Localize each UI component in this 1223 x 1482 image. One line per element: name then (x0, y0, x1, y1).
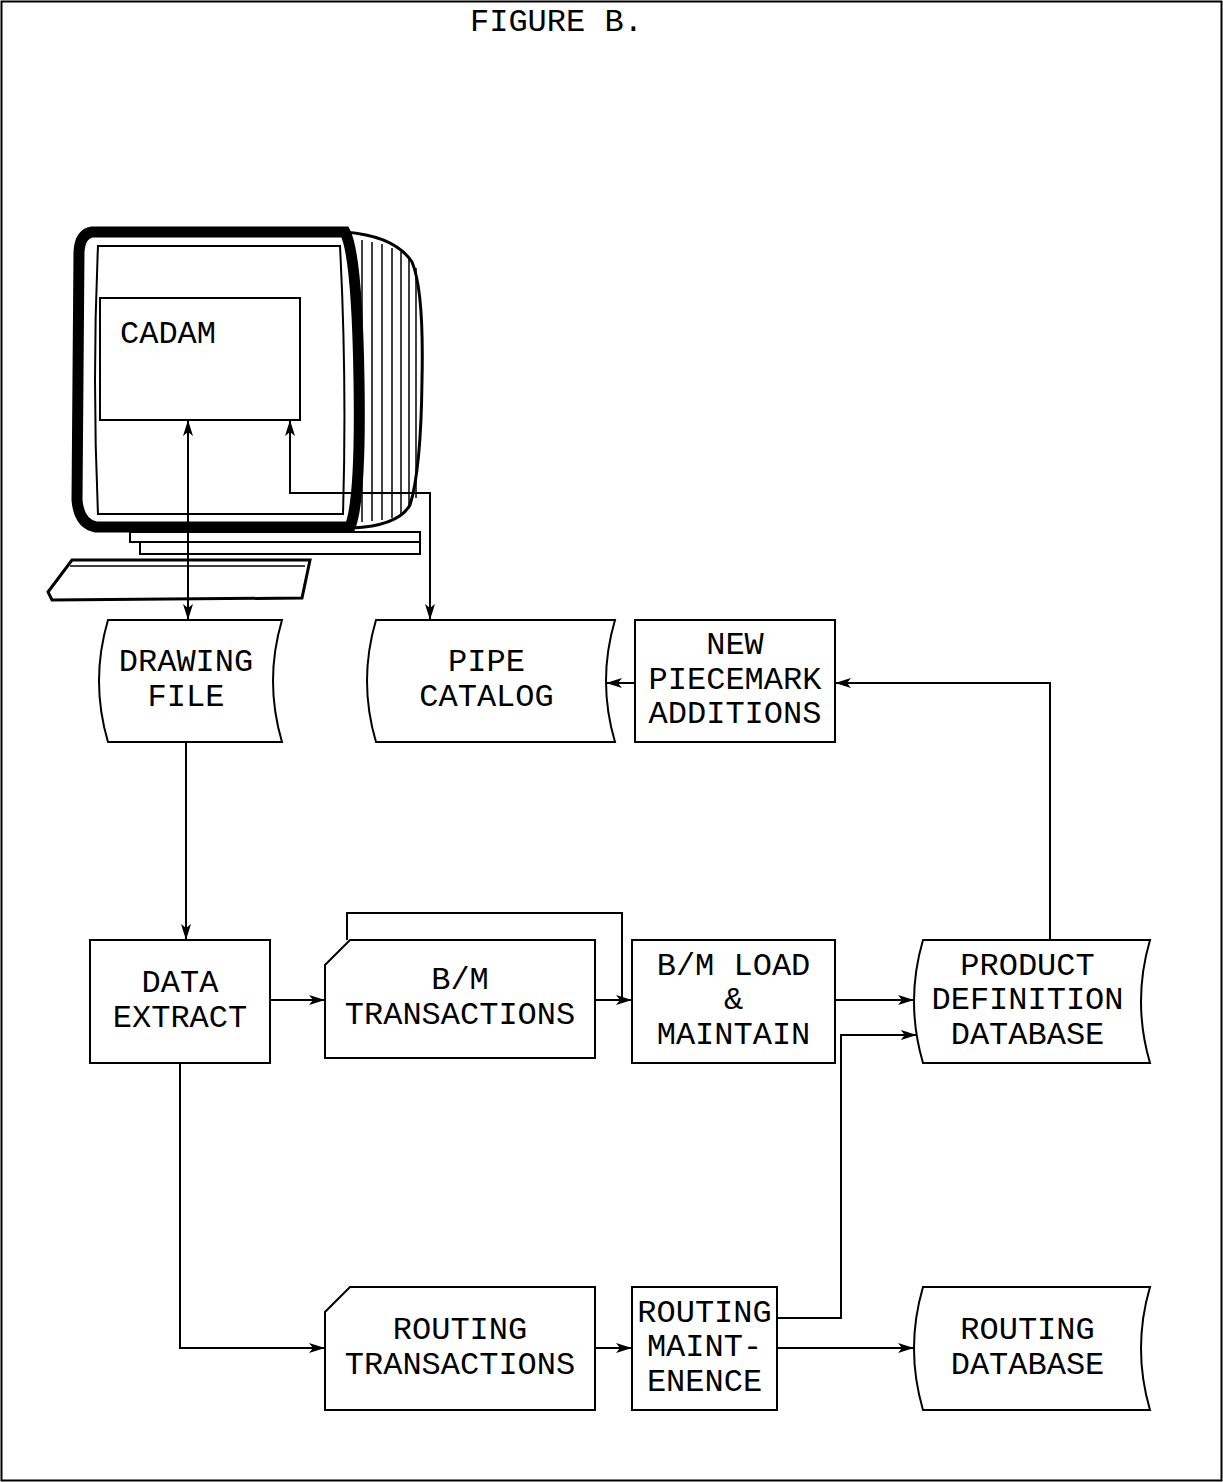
stored-data: DRAWING FILE (90, 620, 282, 742)
process-box: B/M LOAD & MAINTAIN (632, 940, 835, 1063)
outline-path (325, 940, 595, 1058)
node-label: PIPE CATALOG (378, 646, 595, 715)
flow-arrow (606, 682, 635, 684)
node-label: PRODUCT DEFINITION DATABASE (923, 950, 1132, 1054)
node-label: NEW PIECEMARK ADDITIONS (643, 629, 827, 733)
flow-arrow (835, 999, 914, 1001)
flow-arrow (290, 420, 430, 620)
keyboard (48, 560, 310, 600)
monitor-base (140, 542, 420, 554)
outline-path (632, 1287, 777, 1410)
node-label: DATA EXTRACT (98, 967, 262, 1036)
node-label: B/M LOAD & MAINTAIN (640, 950, 827, 1054)
node-label: B/M TRANSACTIONS (339, 964, 581, 1033)
outline-path (632, 940, 835, 1063)
screen-box: CADAM (100, 298, 300, 420)
outline-path (99, 620, 282, 742)
flow-arrow (187, 420, 189, 620)
monitor-stand (130, 532, 420, 542)
stored-data: ROUTING DATABASE (905, 1287, 1150, 1410)
outline-path (325, 1287, 595, 1410)
node-label: DRAWING FILE (110, 646, 262, 715)
flow-arrow (185, 742, 187, 940)
outline-path (90, 940, 270, 1063)
stored-data: PIPE CATALOG (358, 620, 615, 742)
figure-title: FIGURE B. (470, 4, 643, 41)
stored-data: PRODUCT DEFINITION DATABASE (905, 940, 1150, 1063)
card-stack: B/M TRANSACTIONS (325, 940, 595, 1058)
flow-arrow (777, 1347, 914, 1349)
node-label: ROUTING DATABASE (923, 1314, 1132, 1383)
outline-path (914, 940, 1150, 1063)
process-box: ROUTING MAINT- ENENCE (632, 1287, 777, 1410)
outline-path (635, 620, 835, 742)
punched-card: ROUTING TRANSACTIONS (325, 1287, 595, 1410)
flow-arrow (777, 1035, 917, 1318)
outline-path (914, 1287, 1150, 1410)
monitor-bezel (77, 232, 359, 527)
process-box: DATA EXTRACT (90, 940, 270, 1063)
node-label: ROUTING TRANSACTIONS (339, 1314, 581, 1383)
flow-arrow (180, 1063, 325, 1348)
node-label: CADAM (120, 318, 280, 353)
outline-path (367, 620, 615, 742)
monitor-screen-area (95, 246, 344, 514)
outline-path (100, 298, 300, 420)
flow-arrow (270, 999, 325, 1001)
node-label: ROUTING MAINT- ENENCE (637, 1297, 772, 1401)
process-box: NEW PIECEMARK ADDITIONS (635, 620, 835, 742)
flow-arrow (835, 683, 1050, 940)
node-outline (100, 298, 300, 420)
monitor-hatch (362, 240, 416, 522)
flow-arrow (595, 1347, 632, 1349)
